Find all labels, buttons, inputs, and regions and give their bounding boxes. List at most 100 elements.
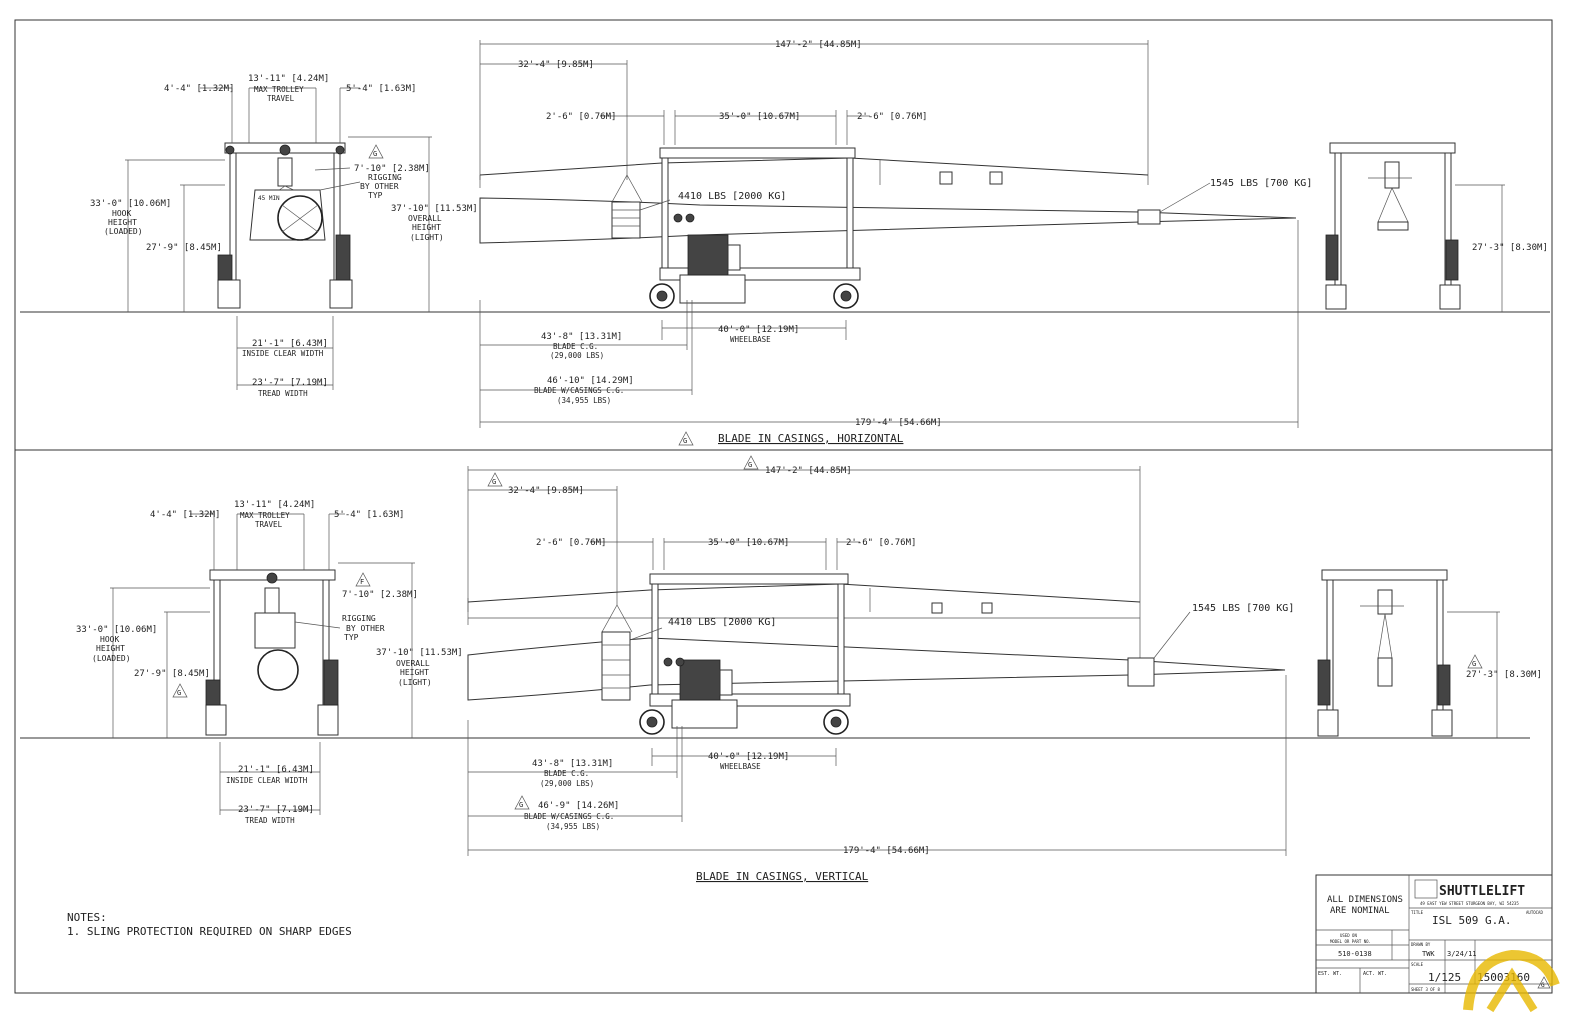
blade-cg-dim: 43'-8" [13.31M]	[541, 332, 622, 342]
dimensions-note-1: ALL DIMENSIONS	[1327, 895, 1403, 905]
note-item: 1. SLING PROTECTION REQUIRED ON SHARP ED…	[67, 925, 352, 938]
hook-height-dim: 33'-0" [10.06M]	[76, 625, 157, 635]
revision-triangle	[743, 455, 759, 470]
dimensions-note-2: ARE NOMINAL	[1330, 906, 1390, 916]
revision-triangle	[487, 472, 503, 487]
horizontal-view: 45 MIN	[20, 40, 1550, 446]
est-wt-label: EST. WT.	[1318, 971, 1342, 977]
casing-rev-tag: G	[519, 801, 523, 809]
end-view-left	[110, 513, 415, 815]
overall-rev-tag: G	[748, 461, 752, 469]
rigging-label-2: BY OTHER	[360, 182, 399, 191]
hook-label-3: (LOADED)	[92, 654, 131, 663]
hook-label-2: HEIGHT	[108, 218, 137, 227]
trolley-travel-label-1: MAX TROLLEY	[254, 85, 304, 94]
hook-label-2: HEIGHT	[96, 644, 125, 653]
front-offset-dim: 32'-4" [9.85M]	[508, 486, 584, 496]
inner-height-dim: 27'-9" [8.45M]	[146, 243, 222, 253]
rigging-label-1: RIGGING	[342, 614, 376, 623]
left-offset-dim: 4'-4" [1.32M]	[150, 510, 220, 520]
scale-label: SCALE	[1411, 962, 1424, 967]
drawing-date: 3/24/11	[1447, 950, 1477, 958]
blade-cg-label-1: BLADE C.G.	[544, 769, 589, 778]
act-wt-label: ACT. WT.	[1363, 971, 1387, 977]
title-block: ALL DIMENSIONS ARE NOMINAL SHUTTLELIFT 4…	[1315, 874, 1553, 994]
end-view-right	[1317, 569, 1500, 738]
wheelbase-label: WHEELBASE	[730, 335, 771, 344]
overall-length-dim: 179'-4" [54.66M]	[843, 846, 930, 856]
revision-triangle	[1537, 976, 1551, 989]
overall-label-3: (LIGHT)	[410, 233, 444, 242]
side-view	[479, 40, 1299, 428]
sheet-number: SHEET 3 OF 8	[1411, 987, 1440, 992]
right-rev-tag: G	[1472, 660, 1476, 668]
rigging-label-2: BY OTHER	[346, 624, 385, 633]
side-view	[467, 466, 1287, 856]
span-dim: 35'-0" [10.67M]	[708, 538, 789, 548]
left-offset-dim: 4'-4" [1.32M]	[164, 84, 234, 94]
rigging-label-3: TYP	[344, 633, 359, 642]
end-view-left: 45 MIN	[125, 87, 432, 390]
drawing-scale: 1/125	[1428, 971, 1461, 984]
company-brand: SHUTTLELIFT	[1439, 884, 1525, 899]
hook-label-3: (LOADED)	[104, 227, 143, 236]
left-clear-dim: 2'-6" [0.76M]	[546, 112, 616, 122]
front-rev-tag: G	[492, 478, 496, 486]
clear-width-label: INSIDE CLEAR WIDTH	[242, 349, 324, 358]
tread-width-dim: 23'-7" [7.19M]	[238, 805, 314, 815]
front-offset-dim: 32'-4" [9.85M]	[518, 60, 594, 70]
view-title-vertical: BLADE IN CASINGS, VERTICAL	[696, 870, 869, 883]
blade-cg-label-2: (29,000 LBS)	[540, 779, 594, 788]
right-clear-dim: 2'-6" [0.76M]	[857, 112, 927, 122]
view-title-horizontal: BLADE IN CASINGS, HORIZONTAL	[718, 432, 904, 445]
casing-cg-dim: 46'-9" [14.26M]	[538, 801, 619, 811]
company-logo	[1414, 879, 1438, 899]
hook-label-1: HOOK	[112, 209, 131, 218]
inner-rev-tag: G	[177, 689, 181, 697]
rev-tag: G	[373, 150, 377, 158]
trolley-travel-dim: 13'-11" [4.24M]	[248, 74, 329, 84]
tip-weight: 1545 LBS [700 KG]	[1210, 178, 1312, 189]
drawn-by: TWK	[1422, 950, 1435, 958]
notes-heading: NOTES:	[67, 911, 107, 924]
hook-label-1: HOOK	[100, 635, 119, 644]
casing-cg-label-2: (34,955 LBS)	[546, 822, 600, 831]
span-dim: 35'-0" [10.67M]	[719, 112, 800, 122]
watermark-logo	[1463, 949, 1560, 1013]
overall-label-2: HEIGHT	[412, 223, 441, 232]
rigging-label-1: RIGGING	[368, 173, 402, 182]
tip-weight: 1545 LBS [700 KG]	[1192, 603, 1294, 614]
casing-cg-label-2: (34,955 LBS)	[557, 396, 611, 405]
drawing-rev: G	[1541, 982, 1545, 989]
rigging-label-3: TYP	[368, 191, 383, 200]
tread-width-label: TREAD WIDTH	[245, 816, 295, 825]
tread-width-dim: 23'-7" [7.19M]	[252, 378, 328, 388]
revision-triangle	[514, 795, 530, 810]
right-height-dim: 27'-3" [8.30M]	[1466, 670, 1542, 680]
inner-height-dim: 27'-9" [8.45M]	[134, 669, 210, 679]
vertical-view: 4'-4" [1.32M] 13'-11" [4.24M] MAX TROLLE…	[20, 455, 1542, 883]
right-offset-dim: 5'-4" [1.63M]	[346, 84, 416, 94]
drawing-title: ISL 509 G.A.	[1432, 914, 1511, 927]
clear-width-dim: 21'-1" [6.43M]	[252, 339, 328, 349]
overall-label-1: OVERALL	[408, 214, 442, 223]
revision-triangle	[678, 431, 694, 446]
svg-text:45 MIN: 45 MIN	[258, 195, 280, 202]
overall-label-1: OVERALL	[396, 659, 430, 668]
blade-cg-label-1: BLADE C.G.	[553, 342, 598, 351]
revision-triangle	[1467, 654, 1483, 669]
end-view-right	[1325, 142, 1505, 312]
right-offset-dim: 5'-4" [1.63M]	[334, 510, 404, 520]
sheet-border	[14, 19, 1553, 994]
casing-cg-dim: 46'-10" [14.29M]	[547, 376, 634, 386]
trolley-travel-label-2: TRAVEL	[267, 94, 295, 103]
overall-label-3: (LIGHT)	[398, 678, 432, 687]
trolley-travel-dim: 13'-11" [4.24M]	[234, 500, 315, 510]
wheelbase-dim: 40'-0" [12.19M]	[708, 752, 789, 762]
left-clear-dim: 2'-6" [0.76M]	[536, 538, 606, 548]
drawn-label: DRAWN BY	[1411, 942, 1431, 947]
revision-triangle	[172, 683, 188, 698]
wheelbase-dim: 40'-0" [12.19M]	[718, 325, 799, 335]
blade-cg-label-2: (29,000 LBS)	[550, 351, 604, 360]
